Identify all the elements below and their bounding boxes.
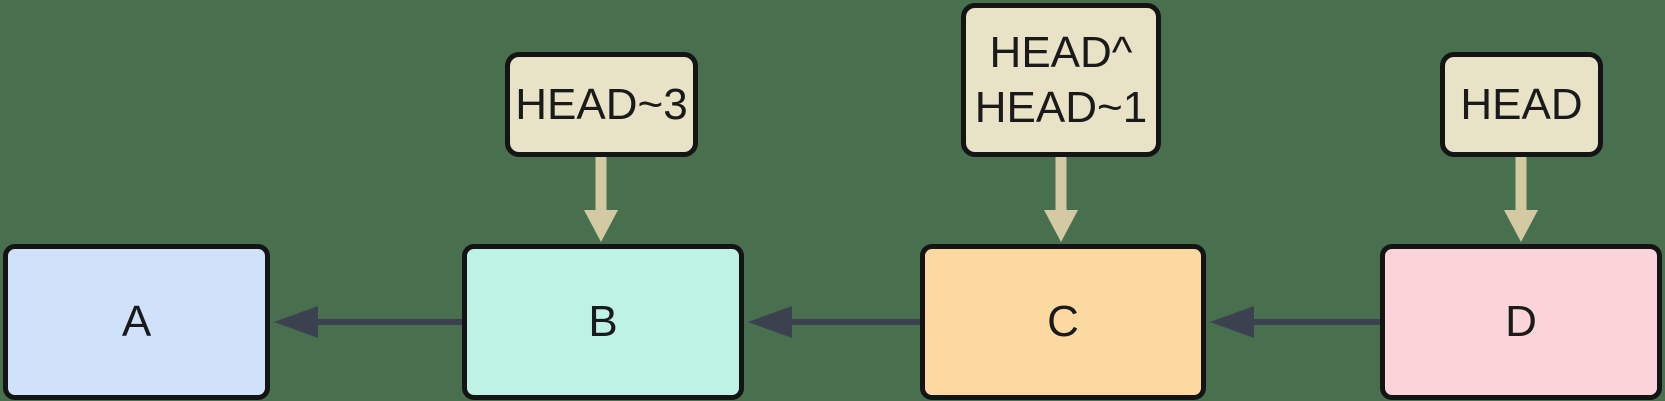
commit-label: D xyxy=(1505,297,1537,346)
commit-node-a: A xyxy=(3,244,270,400)
commit-node-d: D xyxy=(1380,244,1662,400)
commit-node-c: C xyxy=(920,244,1206,400)
ref-label-line: HEAD xyxy=(1460,80,1583,129)
edge-arrow-d-to-c xyxy=(1210,306,1384,338)
ref-label-head-caret-head1: HEAD^ HEAD~1 xyxy=(961,3,1161,157)
ref-arrow-head-to-d xyxy=(1504,155,1538,242)
ref-label-line: HEAD^ xyxy=(989,28,1133,77)
ref-label-line: HEAD~1 xyxy=(974,83,1148,132)
ref-label-head3: HEAD~3 xyxy=(505,52,698,157)
commit-label: A xyxy=(121,297,152,346)
commit-label: B xyxy=(588,297,618,346)
ref-label-head: HEAD xyxy=(1440,52,1603,157)
commit-node-b: B xyxy=(462,244,744,400)
ref-arrow-head1-to-c xyxy=(1044,155,1078,242)
edge-arrow-b-to-a xyxy=(274,306,466,338)
ref-label-line: HEAD~3 xyxy=(515,80,688,129)
edge-arrow-c-to-b xyxy=(748,306,924,338)
ref-arrow-head3-to-b xyxy=(584,155,618,242)
commit-label: C xyxy=(1047,297,1079,346)
